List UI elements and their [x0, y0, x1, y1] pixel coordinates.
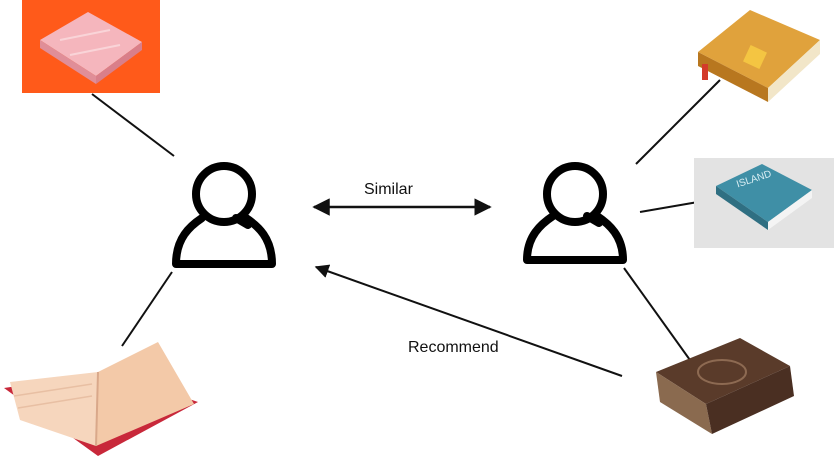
book-icon	[698, 10, 820, 102]
book-icon	[22, 0, 160, 93]
recommend-arrow	[314, 264, 623, 377]
edge-user-right-book-golden	[635, 79, 721, 165]
user-icon	[523, 162, 627, 264]
similar-label: Similar	[364, 181, 413, 198]
edge-user-right-book-leather	[623, 267, 701, 375]
open-book-icon	[4, 342, 198, 456]
edge-user-left-book-open	[121, 271, 173, 347]
book-icon	[694, 158, 834, 248]
user-icon	[172, 162, 276, 268]
recommend-label: Recommend	[408, 339, 499, 356]
edge-user-right-book-island	[639, 201, 699, 213]
edge-user-left-book-pink	[91, 93, 175, 157]
book-icon	[656, 338, 794, 434]
